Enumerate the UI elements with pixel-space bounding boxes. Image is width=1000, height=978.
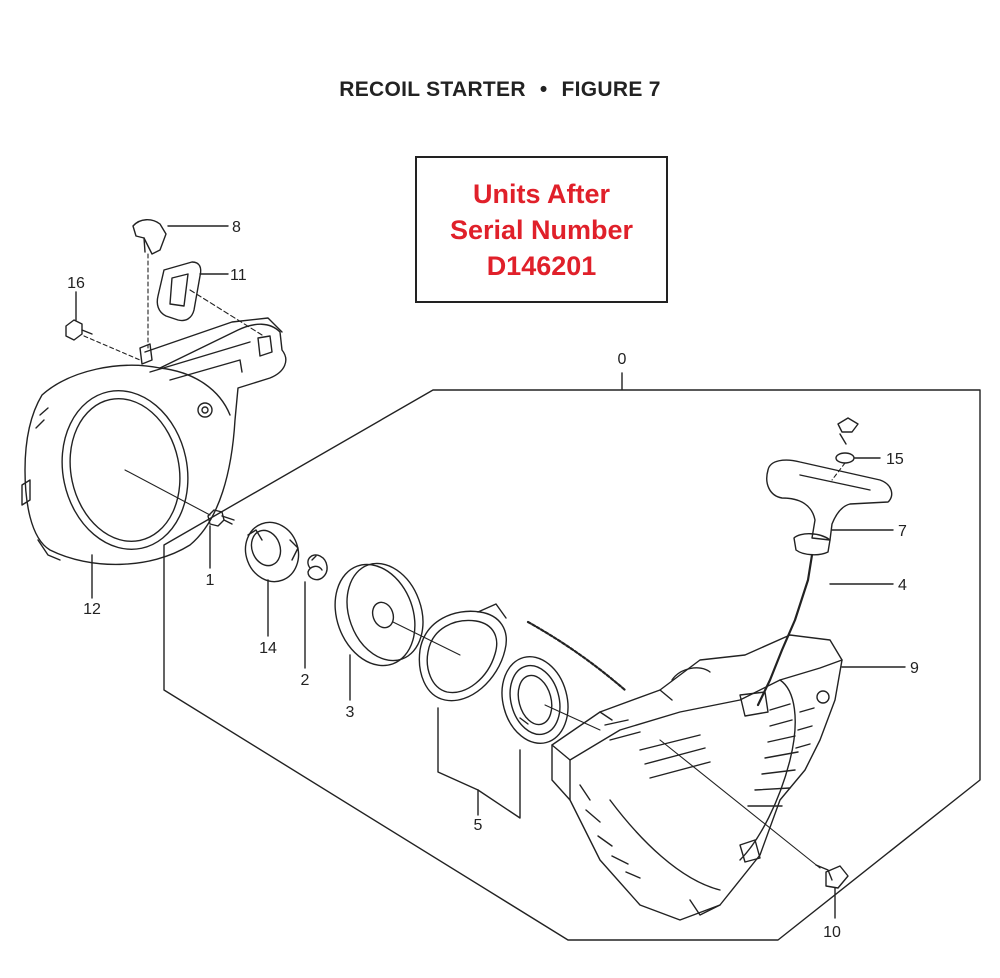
notice-line-2: Serial Number [449,214,634,245]
part-10-screw [659,739,849,889]
notice-line-1: Units After [472,178,610,209]
part-1-screw [207,509,235,527]
part-5-bracket [437,707,521,819]
callout-1: 1 [206,572,215,589]
part-5-cassette [418,603,507,702]
callout-12: 12 [83,601,101,618]
callout-7: 7 [898,523,907,540]
part-12-recoil-cover [21,317,287,566]
part-9-starter-housing [551,634,843,921]
title-right: FIGURE 7 [561,78,661,101]
callout-5: 5 [474,817,483,834]
part-3-pulley [334,562,461,667]
callout-0: 0 [618,351,627,368]
callout-8: 8 [232,219,241,236]
part-5-spring [501,655,601,745]
notice-line-3: D146201 [486,250,597,281]
part-14-hub [244,521,300,583]
callout-11: 11 [230,267,247,284]
part-16-screw [65,319,141,361]
callout-14: 14 [259,640,277,657]
serial-notice-box: Units After Serial Number D146201 [415,156,668,303]
callout-4: 4 [898,577,907,594]
figure-title: RECOIL STARTER • FIGURE 7 [0,78,1000,102]
title-separator: • [539,78,548,101]
callout-2: 2 [301,672,310,689]
part-11-guide [156,261,263,336]
part-15-retainer [831,417,859,481]
callout-3: 3 [346,704,355,721]
assembly-bracket [163,372,981,941]
callout-15: 15 [886,451,904,468]
callout-9: 9 [910,660,919,677]
callout-16: 16 [67,275,85,292]
callout-10: 10 [823,924,841,941]
part-7-handle [766,459,893,556]
part-2-spring [307,554,328,581]
part-8-plug [132,219,167,349]
part-4-rope [526,553,814,707]
title-left: RECOIL STARTER [339,78,526,101]
